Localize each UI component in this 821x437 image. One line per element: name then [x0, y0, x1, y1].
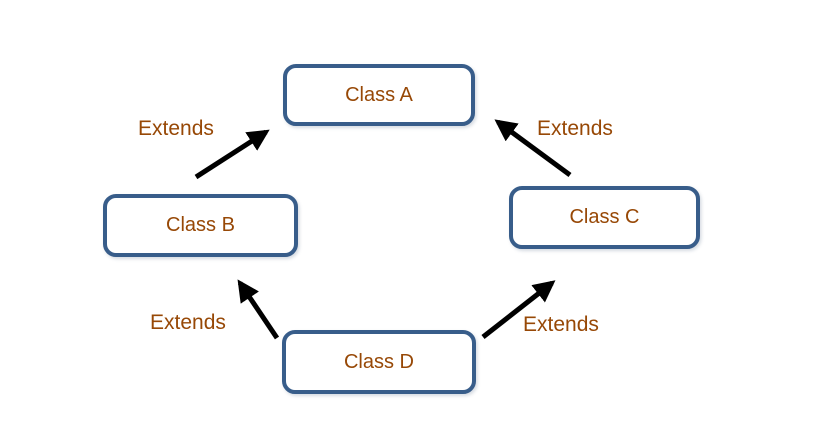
- node-class-c-label: Class C: [569, 206, 640, 228]
- edge-label-b-extends-a: Extends: [138, 117, 214, 140]
- node-class-b-label: Class B: [166, 214, 235, 236]
- node-class-d-label: Class D: [343, 350, 414, 373]
- arrow-d-to-b: [237, 279, 280, 340]
- node-class-b: Class B: [103, 194, 298, 257]
- node-class-a-label: Class A: [345, 83, 413, 106]
- edge-label-c-extends-a: Extends: [537, 117, 613, 140]
- edge-label-d-extends-b: Extends: [150, 311, 226, 334]
- node-class-a: Class A: [283, 64, 475, 126]
- edge-label-d-extends-c: Extends: [523, 313, 599, 336]
- node-class-c: Class C: [509, 186, 700, 249]
- node-class-d: Class D: [282, 330, 476, 394]
